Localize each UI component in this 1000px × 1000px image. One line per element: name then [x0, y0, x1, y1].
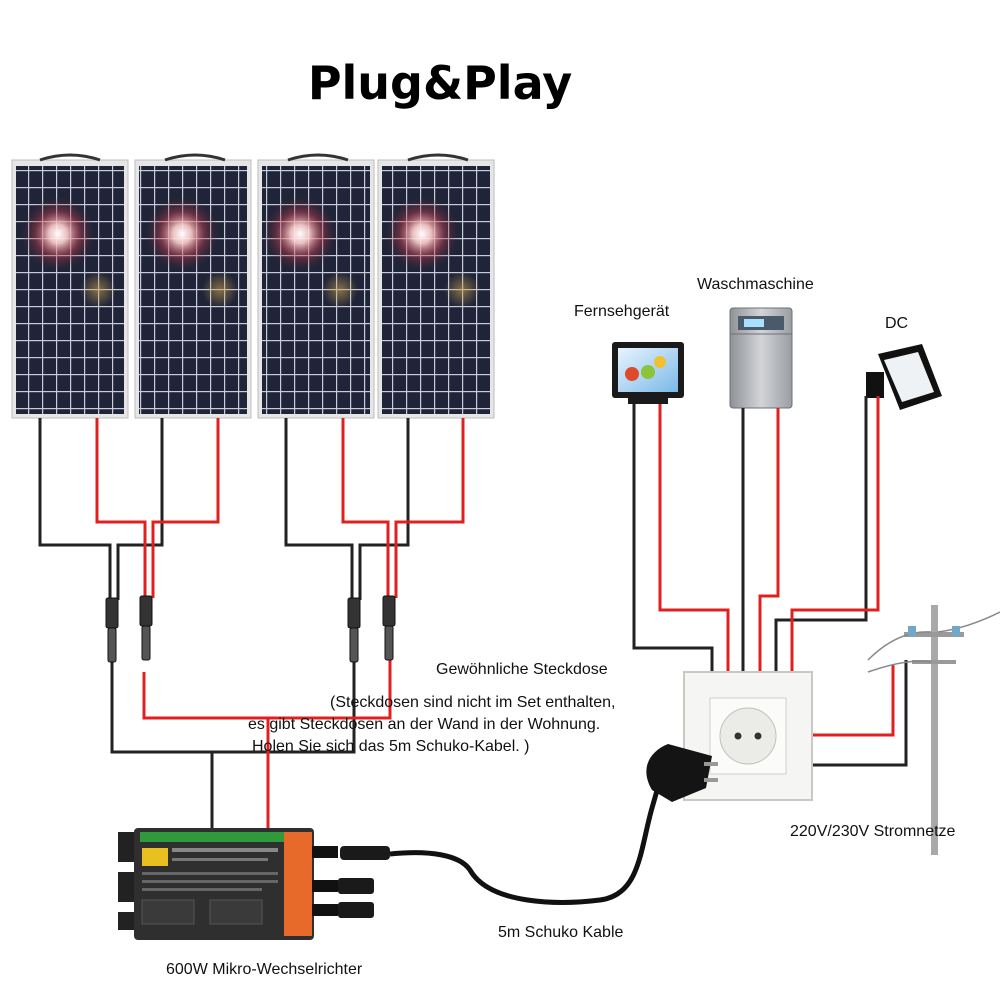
micro-inverter — [118, 828, 390, 940]
solar-panel-3 — [257, 153, 375, 419]
grid-label: 220V/230V Stromnetze — [790, 823, 956, 840]
appliance-wiring — [632, 396, 908, 767]
socket-note-line-3: Holen Sie sich das 5m Schuko-Kabel. ) — [252, 738, 530, 755]
utility-pole — [867, 605, 1000, 855]
panel-wiring — [38, 418, 465, 835]
socket-note-line-2: es gibt Steckdosen an der Wand in der Wo… — [248, 716, 601, 733]
solar-panel-2 — [134, 153, 252, 419]
solar-panel-1 — [11, 153, 129, 419]
dc-label: DC — [885, 315, 909, 332]
socket-note-line-1: (Steckdosen sind nicht im Set enthalten, — [330, 694, 616, 711]
page-title: Plug&Play — [307, 56, 573, 110]
mc4-connector — [105, 595, 396, 663]
dc-lamp-icon — [866, 344, 942, 410]
washing-machine-icon — [729, 307, 793, 409]
tv-icon — [612, 342, 684, 404]
solar-panel-4 — [377, 153, 495, 419]
washer-label: Waschmaschine — [697, 276, 814, 293]
schuko-cable — [389, 779, 663, 905]
cable-label: 5m Schuko Kable — [498, 924, 624, 941]
schuko-plug — [646, 744, 718, 802]
socket-title: Gewöhnliche Steckdose — [436, 661, 608, 678]
tv-label: Fernsehgerät — [574, 303, 670, 320]
inverter-label: 600W Mikro-Wechselrichter — [166, 961, 363, 978]
